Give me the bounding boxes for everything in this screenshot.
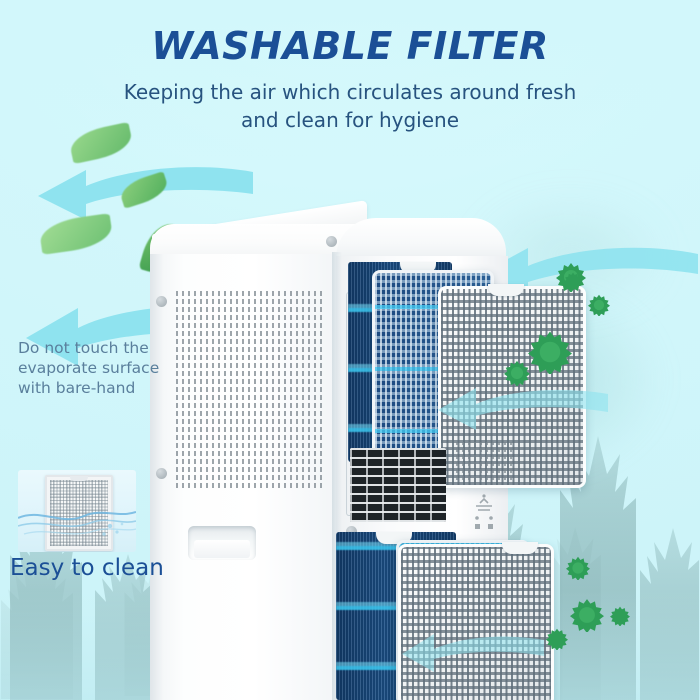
easy-to-clean-label: Easy to clean bbox=[10, 555, 164, 581]
warning-line-3: with bare-hand bbox=[18, 379, 136, 397]
screw-icon bbox=[326, 236, 337, 247]
subtitle: Keeping the air which circulates around … bbox=[60, 78, 640, 134]
carry-handle-inset bbox=[194, 540, 250, 558]
subtitle-line-1: Keeping the air which circulates around … bbox=[123, 80, 577, 104]
germ-icon bbox=[588, 294, 610, 316]
airflow-arrow-upper-left bbox=[38, 167, 253, 220]
fan-grid-vent bbox=[350, 448, 446, 522]
filter-pull-tab[interactable] bbox=[502, 542, 538, 554]
side-vent-grille bbox=[176, 288, 324, 488]
easy-to-clean-thumbnail bbox=[18, 470, 136, 552]
page-title: WASHABLE FILTER bbox=[151, 24, 549, 68]
filter-weave-texture bbox=[401, 547, 551, 700]
airflow-arrow-through-filter bbox=[438, 388, 608, 430]
screw-icon bbox=[156, 468, 167, 479]
germ-icon bbox=[546, 628, 568, 650]
warning-line-1: Do not touch the bbox=[18, 339, 149, 357]
carry-handle[interactable] bbox=[188, 526, 256, 560]
germ-icon bbox=[564, 272, 582, 290]
auxiliary-vent bbox=[456, 442, 512, 480]
screw-icon bbox=[156, 296, 167, 307]
airflow-arrow-bottom bbox=[402, 634, 544, 672]
germ-icon bbox=[566, 556, 590, 580]
control-icons bbox=[475, 494, 493, 529]
subtitle-line-2: and clean for hygiene bbox=[240, 108, 460, 132]
air-conditioner-unit bbox=[150, 196, 586, 700]
warning-caption: Do not touch the evaporate surface with … bbox=[18, 338, 188, 398]
device-corner-bevel bbox=[332, 252, 342, 700]
warning-line-2: evaporate surface bbox=[18, 359, 160, 377]
germ-icon bbox=[528, 331, 572, 374]
washable-mesh-filter-lower[interactable] bbox=[398, 544, 554, 700]
screw-icon bbox=[346, 526, 357, 537]
fan-grid-bars bbox=[350, 448, 446, 522]
water-wave-graphic bbox=[18, 511, 136, 536]
germ-icon bbox=[570, 599, 604, 632]
germ-icon bbox=[504, 360, 530, 386]
filter-pull-tab[interactable] bbox=[488, 284, 524, 296]
germ-icon bbox=[610, 606, 630, 626]
thumbnail-filter-tab bbox=[70, 476, 88, 481]
airflow-arrow-right bbox=[480, 247, 698, 298]
